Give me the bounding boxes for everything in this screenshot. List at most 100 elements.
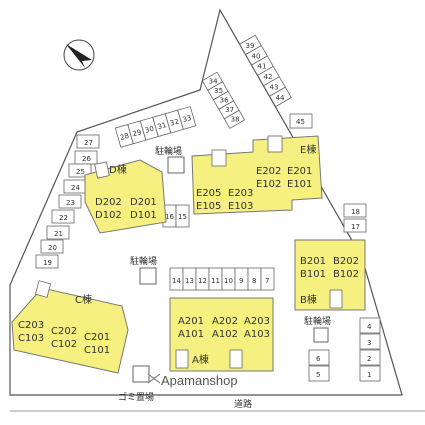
- svg-text:42: 42: [264, 73, 273, 81]
- parking-slot: 10: [221, 267, 236, 291]
- bike-parking-label-center: 駐輪場: [130, 255, 157, 267]
- parking-slot: 20: [40, 239, 64, 254]
- bike-parking-box-right: [313, 327, 329, 343]
- unit-label: C102: [51, 339, 77, 350]
- building-e-name: E棟: [300, 143, 316, 156]
- unit-label: E202: [256, 166, 281, 177]
- svg-text:24: 24: [71, 184, 80, 192]
- unit-label: A103: [244, 329, 270, 340]
- svg-text:21: 21: [54, 230, 63, 238]
- watermark: Apamanshop: [147, 373, 238, 388]
- bike-parking-label-right: 駐輪場: [304, 315, 331, 327]
- bike-parking-label-upper: 駐輪場: [155, 145, 182, 157]
- unit-label: B101: [300, 269, 326, 280]
- svg-text:13: 13: [185, 277, 194, 285]
- parking-slot: 13: [182, 267, 197, 291]
- parking-slot: 21: [46, 225, 70, 240]
- svg-text:40: 40: [252, 52, 261, 60]
- unit-label: A201: [178, 316, 204, 327]
- building-a: A201 A202 A203 A101 A102 A103 A棟: [169, 297, 274, 372]
- parking-slot: 24: [63, 179, 87, 194]
- bike-parking-box-upper: [167, 156, 185, 174]
- parking-slot: 8: [247, 267, 262, 291]
- building-b-name: B棟: [300, 293, 317, 306]
- unit-label: A203: [244, 316, 270, 327]
- svg-text:38: 38: [231, 116, 240, 124]
- svg-text:16: 16: [165, 213, 174, 221]
- svg-text:28: 28: [119, 132, 130, 142]
- svg-text:34: 34: [209, 78, 218, 86]
- svg-text:4: 4: [367, 323, 372, 331]
- svg-text:26: 26: [82, 155, 91, 163]
- unit-label: B201: [300, 256, 326, 267]
- parking-slot: 29: [127, 120, 147, 145]
- svg-text:41: 41: [258, 63, 267, 71]
- unit-label: A102: [212, 329, 238, 340]
- parking-slot: 44: [269, 86, 292, 108]
- unit-label: E205: [196, 188, 221, 199]
- svg-text:19: 19: [43, 259, 52, 267]
- parking-row-top: 28 29 30 31 32 33: [114, 106, 197, 148]
- svg-text:31: 31: [157, 121, 168, 131]
- parking-slot: 33: [177, 106, 197, 130]
- unit-label: E201: [287, 166, 312, 177]
- unit-label: E105: [196, 201, 221, 212]
- parking-slot: 1: [359, 365, 381, 382]
- parking-row-middle: 34 35 36 37 38: [201, 71, 246, 129]
- unit-label: B102: [333, 269, 359, 280]
- svg-text:8: 8: [252, 277, 256, 285]
- parking-slot: 7: [260, 267, 275, 291]
- parking-row-center: 14 13 12 11 10 9 8 7: [169, 267, 275, 291]
- parking-slot: 25: [68, 163, 92, 178]
- unit-label: E102: [256, 179, 281, 190]
- parking-slot: 27: [76, 134, 100, 149]
- svg-text:29: 29: [132, 128, 143, 138]
- svg-text:35: 35: [214, 87, 223, 95]
- road-label: 道路: [234, 398, 252, 410]
- parking-slot: 45: [289, 113, 313, 129]
- unit-label: C202: [51, 326, 77, 337]
- svg-text:14: 14: [172, 277, 181, 285]
- svg-text:5: 5: [316, 371, 320, 379]
- svg-text:9: 9: [239, 277, 243, 285]
- parking-row-left: 27 26 25 24 23 22 21 20 19: [35, 134, 100, 269]
- svg-text:17: 17: [351, 223, 360, 231]
- building-e: E棟 E202 E201 E102 E101 E205 E203 E105 E1…: [191, 135, 323, 215]
- parking-slot: 26: [74, 150, 98, 165]
- svg-text:10: 10: [224, 277, 233, 285]
- watermark-logo-icon: [147, 373, 161, 384]
- parking-slot: 15: [175, 204, 190, 228]
- watermark-text: Apamanshop: [161, 373, 238, 388]
- north-arrow-icon: [63, 39, 95, 71]
- parking-slot: 2: [359, 349, 381, 366]
- unit-label: D101: [130, 210, 157, 221]
- building-a-name: A棟: [192, 353, 209, 366]
- svg-text:3: 3: [367, 339, 371, 347]
- parking-slot: 12: [195, 267, 210, 291]
- unit-label: D202: [95, 197, 122, 208]
- svg-text:20: 20: [48, 244, 57, 252]
- svg-text:30: 30: [144, 125, 155, 135]
- building-d: D棟 D202 D201 D102 D101: [84, 159, 167, 234]
- svg-text:23: 23: [66, 199, 75, 207]
- svg-text:11: 11: [211, 277, 220, 285]
- parking-slot: 5: [308, 365, 330, 382]
- unit-label: D102: [95, 210, 122, 221]
- svg-text:12: 12: [198, 277, 207, 285]
- parking-slot: 38: [223, 109, 246, 129]
- unit-label: B202: [333, 256, 359, 267]
- unit-label: A202: [212, 316, 238, 327]
- building-c-name: C棟: [75, 293, 92, 306]
- unit-label: C103: [18, 333, 44, 344]
- parking-slot: 18: [343, 203, 367, 218]
- parking-slot: 23: [58, 194, 82, 209]
- unit-label: C203: [18, 320, 44, 331]
- building-b: B201 B202 B101 B102 B棟: [294, 239, 366, 311]
- svg-text:32: 32: [169, 117, 180, 127]
- svg-text:33: 33: [182, 114, 193, 124]
- svg-text:44: 44: [276, 94, 285, 102]
- svg-text:27: 27: [84, 139, 93, 147]
- unit-label: E101: [287, 179, 312, 190]
